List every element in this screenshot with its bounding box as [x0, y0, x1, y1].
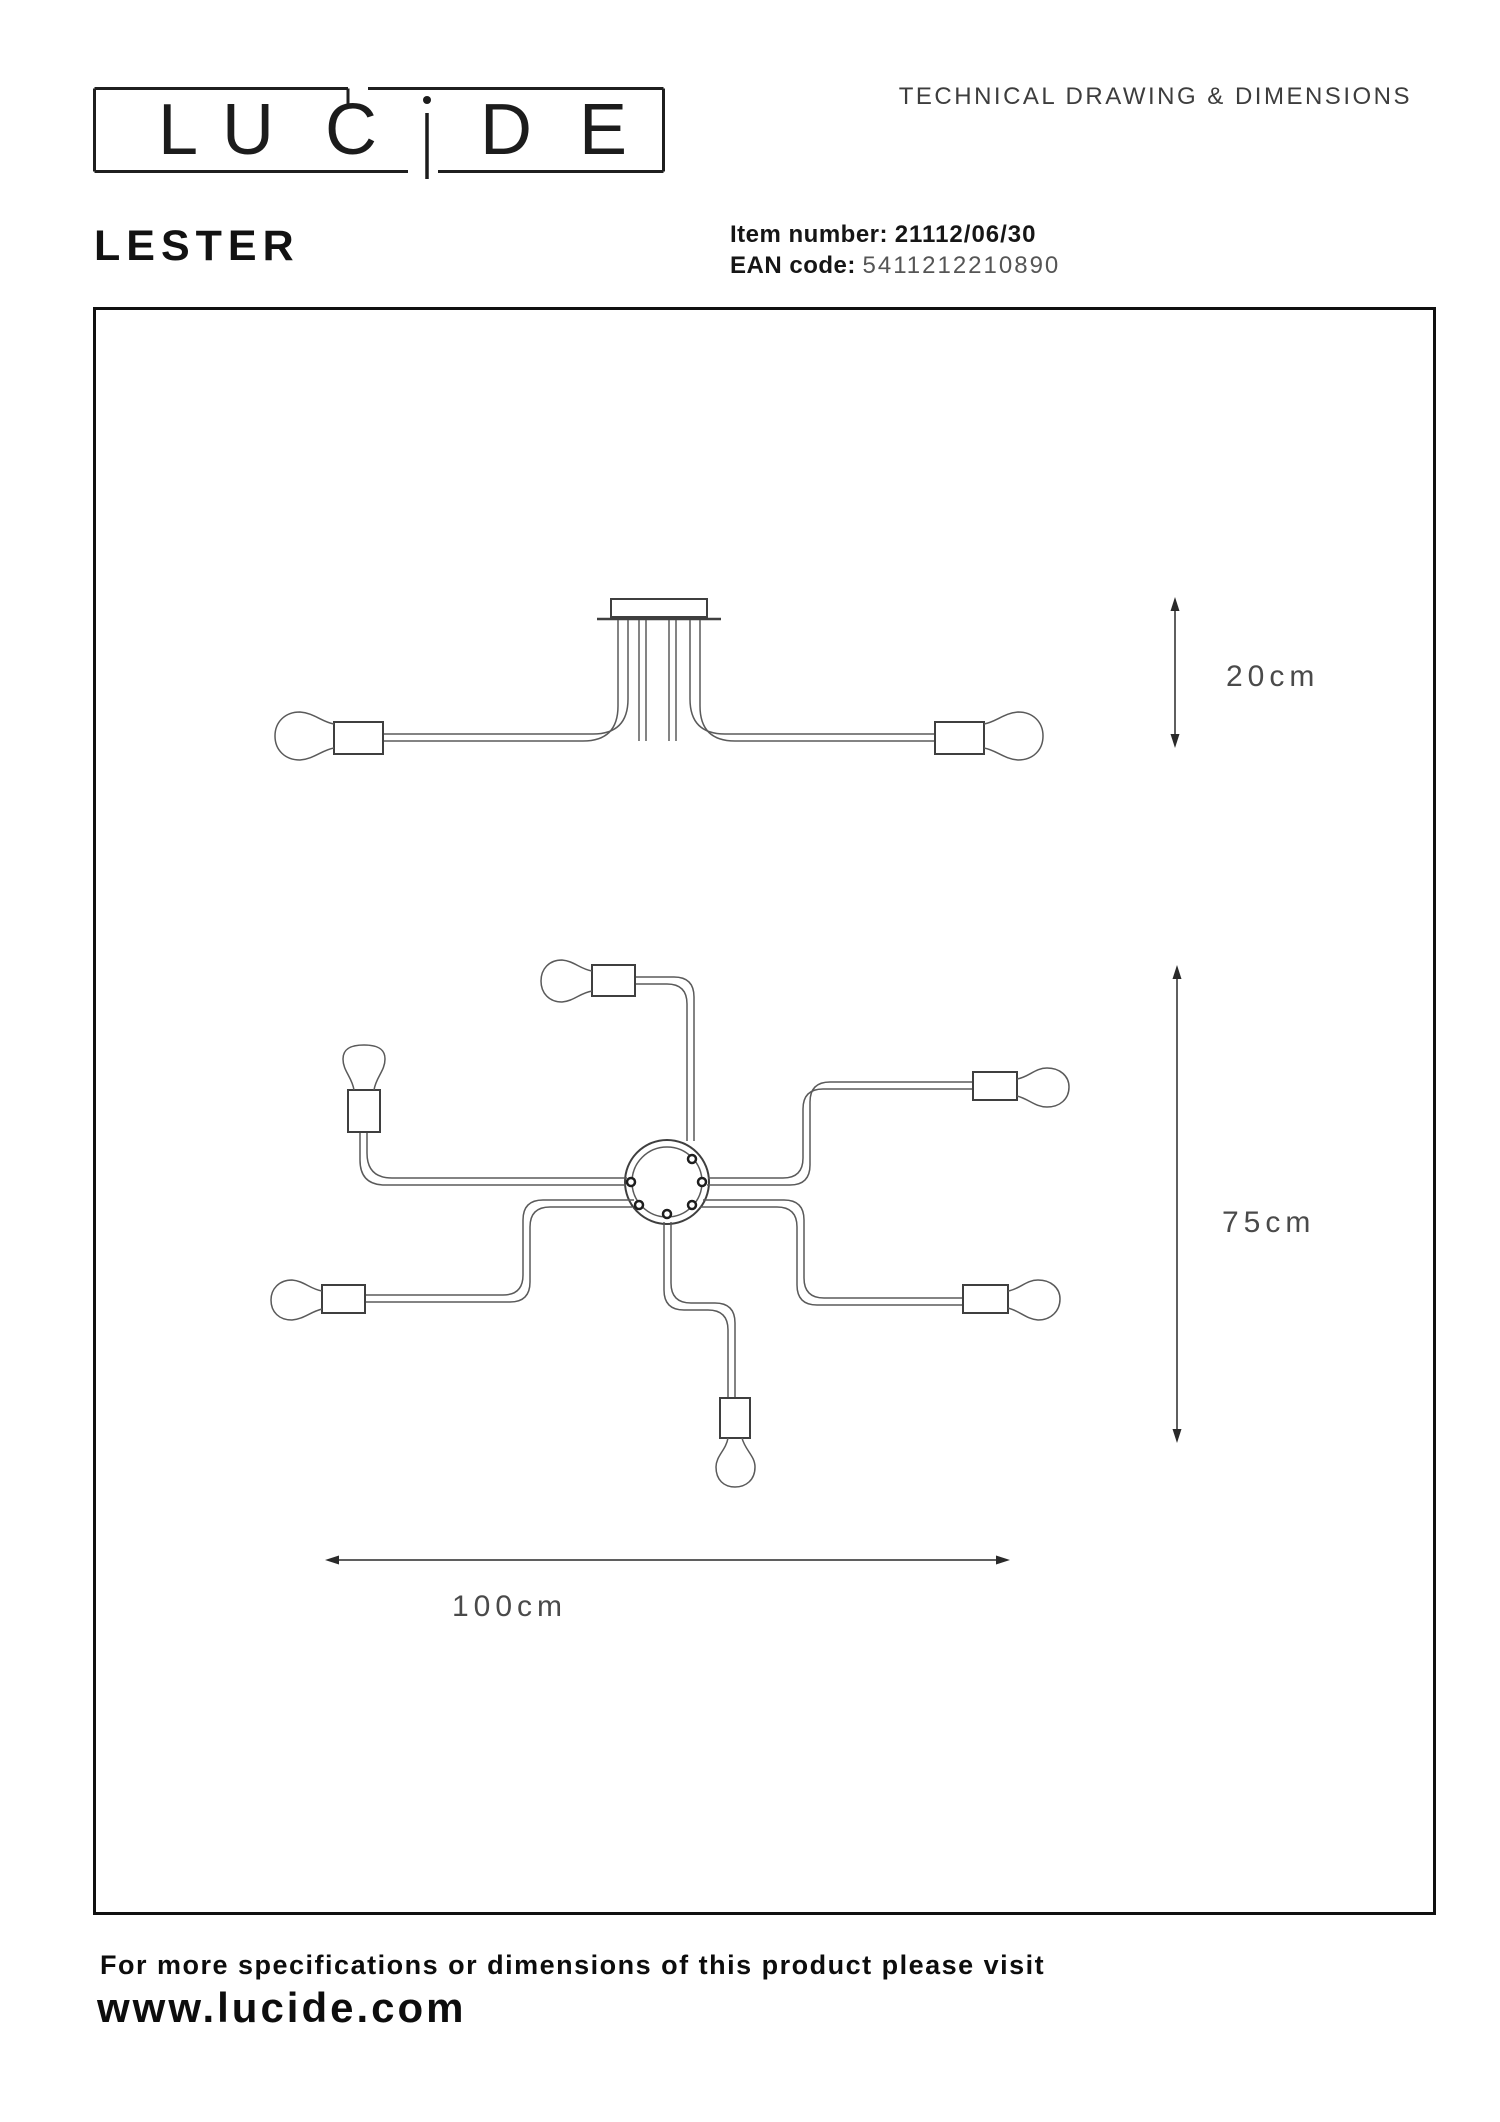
side-left-socket	[333, 721, 384, 755]
dim-arrow-20cm	[1170, 597, 1180, 748]
arm-lower-left	[365, 1199, 634, 1296]
dimension-label-depth: 75cm	[1222, 1206, 1316, 1239]
socket-lower-left	[321, 1284, 366, 1314]
socket-upper-right	[972, 1071, 1018, 1101]
arm-upper-right	[708, 1088, 973, 1179]
socket-bottom	[719, 1397, 751, 1439]
socket-lower-right	[962, 1284, 1009, 1314]
bulb-lower-left	[270, 1279, 323, 1321]
product-name: LESTER	[94, 222, 300, 270]
side-canopy	[610, 598, 708, 618]
arm-bottom	[663, 1222, 729, 1398]
logo-letter: C	[325, 90, 377, 170]
arm-top	[636, 976, 695, 1141]
logo-box	[93, 87, 665, 173]
top-arms	[359, 976, 973, 1398]
product-identifiers: Item number: 21112/06/30 EAN code: 54112…	[730, 219, 1060, 281]
socket-upper-left	[347, 1089, 381, 1133]
dim-arrow-75cm	[1172, 965, 1182, 1443]
top-sockets	[321, 964, 1018, 1439]
logo-letter: L	[158, 90, 198, 170]
arm-upper-left	[359, 1132, 626, 1186]
document-title: TECHNICAL DRAWING & DIMENSIONS	[898, 83, 1412, 110]
socket-top	[591, 964, 636, 997]
side-right-bulb	[983, 711, 1044, 761]
item-number-value: 21112/06/30	[894, 221, 1037, 248]
dimension-label-height: 20cm	[1226, 660, 1320, 693]
bulb-lower-right	[1007, 1279, 1061, 1321]
bulb-top	[540, 959, 593, 1003]
side-view	[274, 598, 1044, 761]
item-number-label: Item number:	[730, 221, 889, 248]
dimension-arrows	[325, 597, 1182, 1565]
side-left-bulb	[274, 711, 335, 761]
arm-upper-left	[366, 1132, 627, 1179]
drawing-frame	[93, 307, 1436, 1915]
logo-letters: L U C D E	[158, 90, 627, 170]
logo-letter: U	[222, 90, 274, 170]
arm-lower-right	[703, 1199, 963, 1299]
arm-top	[636, 983, 688, 1141]
ean-code-value: 5411212210890	[862, 252, 1061, 279]
side-left-arm	[383, 620, 619, 742]
side-right-socket	[934, 721, 985, 755]
side-right-arm	[699, 620, 935, 742]
lucide-logo: L U C D E	[93, 87, 665, 179]
side-right-arm	[689, 620, 935, 735]
logo-letter-i	[423, 96, 431, 179]
side-tubes	[383, 620, 935, 742]
bulb-bottom	[715, 1437, 756, 1488]
top-view	[270, 959, 1070, 1488]
bulb-upper-left	[342, 1044, 386, 1091]
arm-lower-left	[365, 1206, 632, 1303]
footer-website: www.lucide.com	[97, 1984, 467, 2031]
dim-arrow-100cm	[325, 1555, 1010, 1565]
arm-lower-right	[700, 1206, 963, 1306]
side-left-arm	[383, 620, 629, 735]
ean-code-row: EAN code: 5411212210890	[730, 250, 1060, 281]
arm-upper-right	[707, 1081, 973, 1186]
logo-letter: D	[480, 90, 532, 170]
ean-code-label: EAN code:	[730, 252, 856, 279]
canopy-screws	[625, 1153, 708, 1220]
footer-note: For more specifications or dimensions of…	[100, 1950, 1046, 1980]
item-number-row: Item number: 21112/06/30	[730, 219, 1060, 250]
dimension-label-width: 100cm	[452, 1590, 568, 1623]
logo-letter: E	[579, 90, 627, 170]
top-canopy-outer	[624, 1139, 710, 1225]
top-bulbs	[270, 959, 1070, 1488]
arm-bottom	[670, 1222, 736, 1398]
bulb-upper-right	[1016, 1067, 1070, 1108]
